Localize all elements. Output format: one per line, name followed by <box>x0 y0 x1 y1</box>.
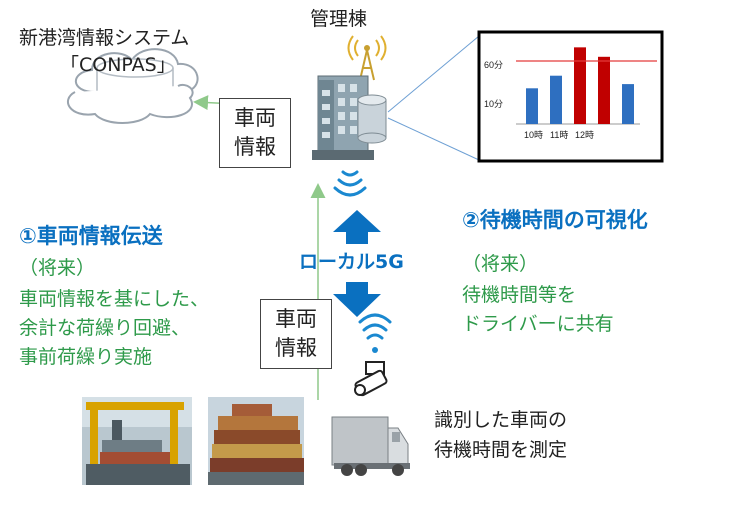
right-body-line: 待機時間等を <box>462 284 577 306</box>
chart-bar <box>550 75 562 124</box>
down-arrow-icon <box>333 282 381 317</box>
left-body-line: 車両情報を基にした、 <box>19 288 210 310</box>
truck-caption-line: 待機時間を測定 <box>434 439 568 461</box>
vehicle-info-line1: 車両 <box>234 106 276 130</box>
chart-bar <box>598 56 610 124</box>
local-5g-label: ローカル5G <box>299 251 404 273</box>
wifi-icon <box>333 170 367 197</box>
vehicle-info-box: 車両 情報 <box>219 98 291 168</box>
vehicle-info-line2: 情報 <box>234 135 276 159</box>
right-future: （将来） <box>462 253 539 275</box>
wait-time-chart: 60分 10分 10時 11時 12時 <box>477 30 664 163</box>
container-stack-photo <box>208 397 304 485</box>
truck-icon <box>331 416 410 476</box>
camera-icon <box>354 361 388 397</box>
left-body-line: 事前荷繰り実施 <box>19 346 153 368</box>
conpas-name: 「CONPAS」 <box>60 54 176 76</box>
x-tick-label: 11時 <box>550 130 568 140</box>
conpas-title: 新港湾情報システム <box>19 27 190 49</box>
right-heading: ②待機時間の可視化 <box>462 208 648 232</box>
chart-bar <box>574 47 586 124</box>
left-heading: ①車両情報伝送 <box>19 224 163 248</box>
up-arrow-icon <box>333 210 381 244</box>
building-label: 管理棟 <box>310 8 368 30</box>
vehicle-info-line1: 車両 <box>275 307 317 331</box>
y-tick-label: 60分 <box>484 60 503 70</box>
vehicle-info-box-lower: 車両 情報 <box>260 299 332 369</box>
truck-caption-line: 識別した車両の <box>434 409 568 431</box>
x-tick-label: 10時 <box>524 130 543 140</box>
left-future: （将来） <box>19 257 96 279</box>
callout-line <box>387 35 480 113</box>
x-tick-label: 12時 <box>575 130 594 140</box>
y-tick-label: 10分 <box>484 99 503 109</box>
callout-line <box>387 117 480 161</box>
cloud-database-icon <box>67 48 199 124</box>
chart-bar <box>526 88 538 124</box>
right-body-line: ドライバーに共有 <box>462 313 614 335</box>
vehicle-info-line2: 情報 <box>275 336 317 360</box>
wifi-icon <box>358 313 392 340</box>
building-icon <box>312 35 387 160</box>
terminal-crane-photo <box>82 397 192 485</box>
chart-bar <box>622 84 634 124</box>
left-body-line: 余計な荷繰り回避、 <box>19 317 191 339</box>
